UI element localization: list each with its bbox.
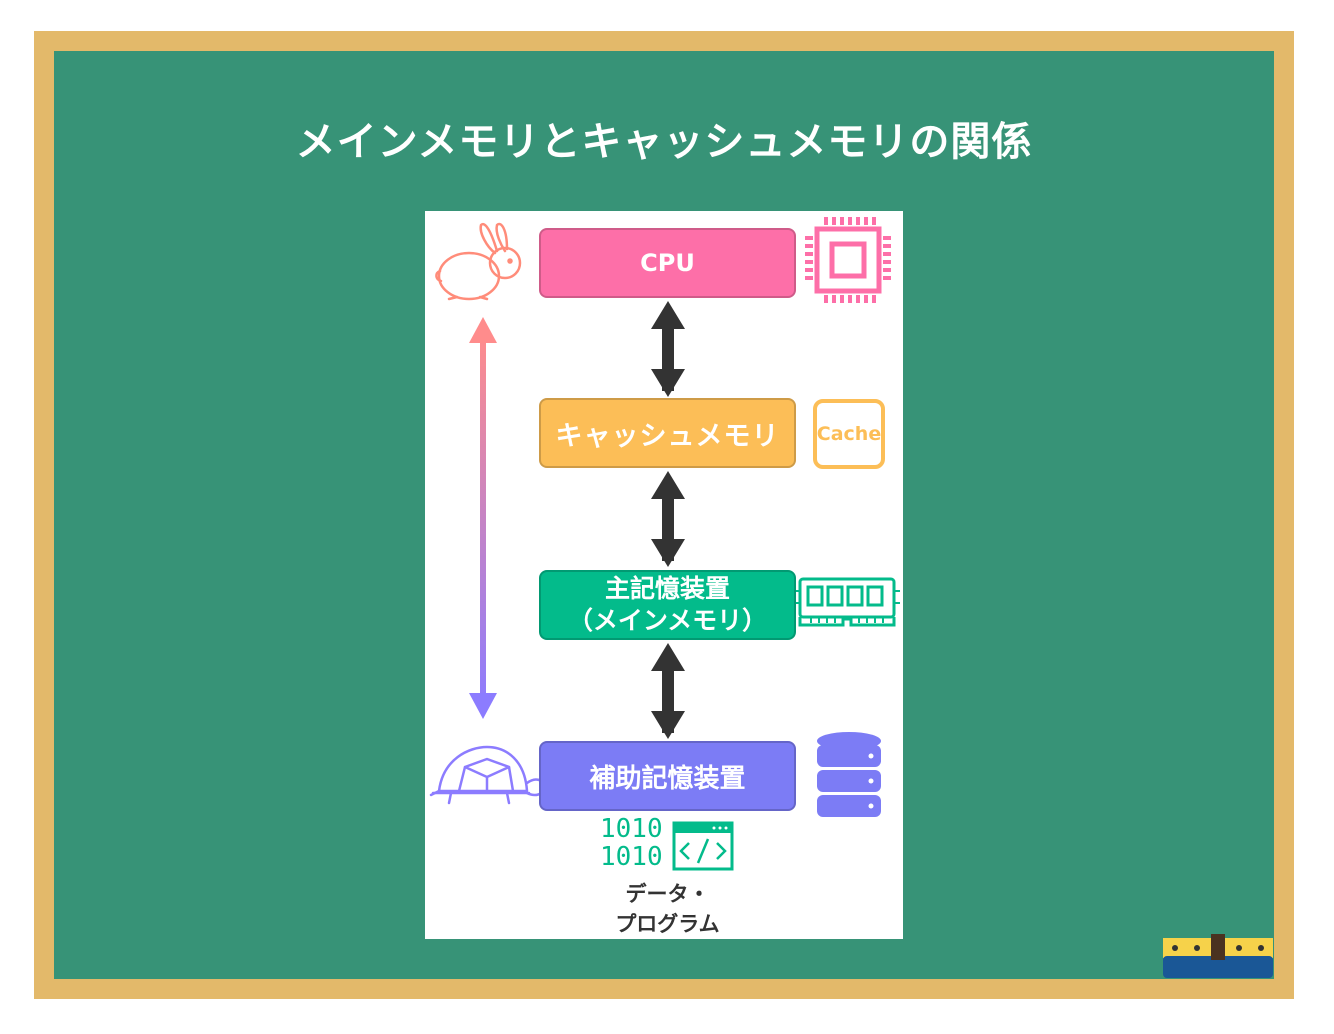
auxiliary-storage-box: 補助記憶装置 [539,741,796,811]
binary-line: 1010 [600,842,663,872]
turtle-icon [429,745,547,805]
cpu-box: CPU [539,228,796,298]
arrow-main-aux [651,643,685,739]
memory-hierarchy-diagram: CPU キャッシュメモリ 主記憶装置 （メインメモリ） 補助記憶装置 Cache… [425,211,903,939]
cpu-label: CPU [640,249,695,277]
main-memory-box: 主記憶装置 （メインメモリ） [539,570,796,640]
memory-module-icon [794,577,900,627]
data-caption-line1: データ・ [625,882,710,906]
auxiliary-storage-label: 補助記憶装置 [589,763,746,794]
speed-arrow [469,317,497,719]
data-caption-line2: プログラム [615,912,720,936]
binary-line: 1010 [600,814,663,844]
arrow-cache-main [651,471,685,567]
cpu-chip-icon [805,217,891,303]
main-memory-label-line1: 主記憶装置 [604,574,730,603]
cache-icon: Cache [813,399,885,469]
data-program-caption: データ・ プログラム [575,879,760,939]
diagram-graphics [429,217,900,871]
code-window-icon [672,821,734,871]
book-icon [1163,934,1273,978]
database-icon [817,732,881,817]
arrow-cpu-cache [651,301,685,397]
cache-memory-label: キャッシュメモリ [555,420,780,452]
page-title: メインメモリとキャッシュメモリの関係 [295,119,1033,165]
cache-icon-text: Cache [816,423,882,445]
rabbit-icon [435,222,522,301]
cache-memory-box: キャッシュメモリ [539,398,796,468]
main-memory-label-line2: （メインメモリ） [567,606,768,635]
binary-icon: 1010 1010 [600,814,663,872]
